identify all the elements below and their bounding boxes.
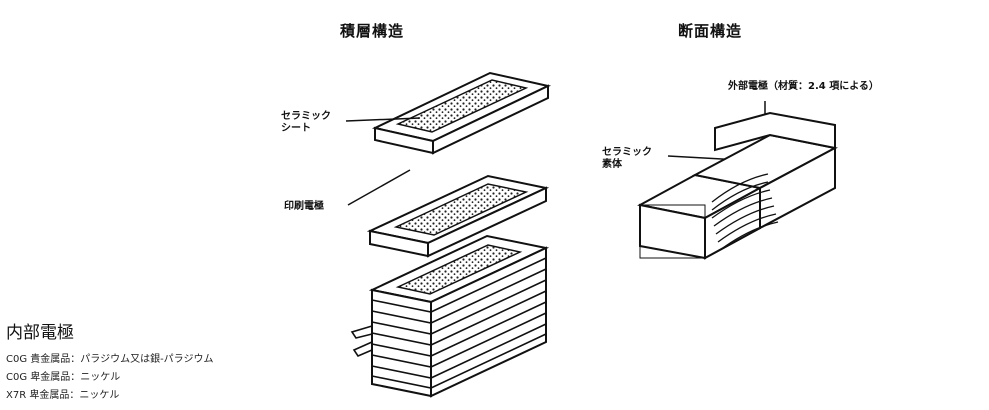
printed-electrode-middle	[393, 183, 529, 236]
label-ceramic-sheet: セラミック シート	[281, 111, 331, 134]
internal-electrode-title: 内部電極	[6, 323, 74, 343]
printed-electrode-stack	[395, 244, 523, 295]
label-ceramic-body: セラミック 素体	[602, 147, 652, 170]
ceramic-sheet-middle	[366, 174, 550, 258]
internal-electrode-line-2: C0G 卑金属品：ニッケル	[6, 372, 121, 383]
laminated-stack	[350, 234, 550, 398]
ceramic-sheet-top	[371, 71, 552, 155]
printed-electrode-top	[395, 79, 529, 133]
ceramic-chip	[637, 111, 838, 260]
label-external-electrode: 外部電極（材質：2.4 項による）	[728, 81, 879, 92]
heading-cross-section-structure: 断面構造	[678, 22, 743, 40]
internal-electrode-line-1: C0G 貴金属品：パラジウム又は銀-パラジウム	[6, 354, 214, 365]
heading-laminated-structure: 積層構造	[340, 22, 405, 40]
internal-electrode-line-3: X7R 卑金属品：ニッケル	[6, 390, 120, 401]
label-printed-electrode: 印刷電極	[284, 201, 324, 212]
